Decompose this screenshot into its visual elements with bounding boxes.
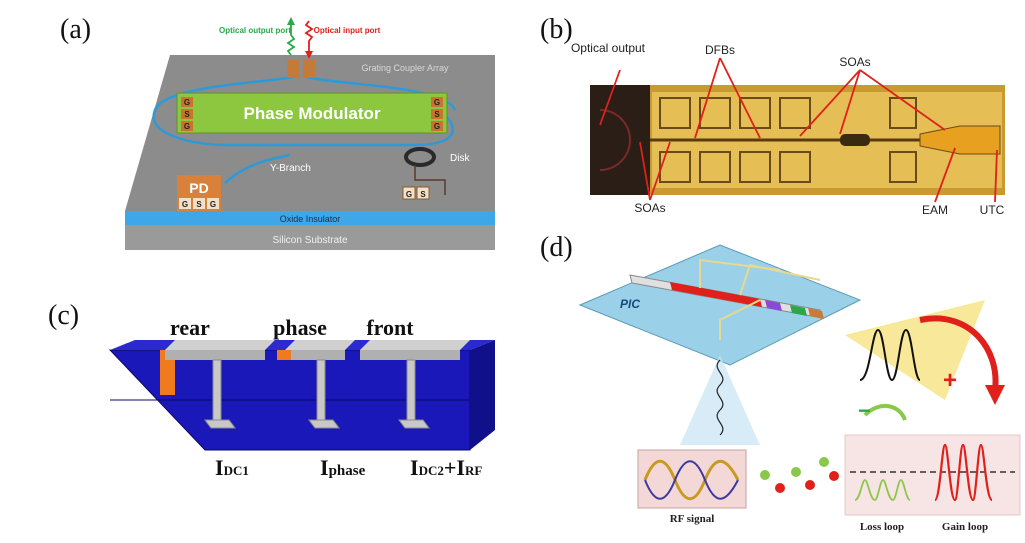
rf-signal-waveform-2: [644, 460, 739, 500]
panel-b-chip-micrograph: Optical output DFBs SOAs SOAs EAM UTC: [571, 41, 1005, 217]
rear-electrode-top: [165, 340, 275, 350]
laser-body-side: [470, 340, 495, 450]
pad-letter: S: [184, 110, 190, 119]
oxide-insulator-layer: [125, 211, 495, 225]
pad-letter: G: [182, 200, 188, 209]
panel-a-chip-diagram: Oxide Insulator Silicon Substrate Phase …: [125, 17, 495, 250]
disk-resonator: [404, 147, 436, 167]
pad-letter: S: [196, 200, 202, 209]
phase-electrode: [285, 350, 345, 360]
phase-electrode-top: [285, 340, 355, 350]
disk-wire: [414, 165, 446, 195]
phase-section-marker: [277, 350, 291, 360]
front-electrode-top: [360, 340, 470, 350]
front-electrode: [360, 350, 460, 360]
rf-beam-cone: [680, 355, 760, 445]
pad-letter: S: [434, 110, 440, 119]
gain-loop-label: Gain loop: [942, 521, 988, 533]
pad-letter: G: [434, 98, 440, 107]
rf-signal-waveform: [643, 459, 740, 501]
panel-label-a: (a): [60, 14, 92, 45]
loss-loop-label: Loss loop: [860, 521, 904, 533]
gain-feedback-arrow: [919, 315, 999, 391]
soas-bottom-label: SOAs: [634, 201, 665, 215]
phase-modulator-label: Phase Modulator: [244, 104, 381, 123]
waveguide-to-pd: [224, 153, 291, 184]
loss-loop-peaks: [854, 479, 911, 501]
photon-dots: [760, 457, 839, 493]
phase-label: phase: [273, 315, 327, 340]
optical-output-wave: [286, 23, 296, 56]
rf-signal-label: RF signal: [670, 513, 715, 525]
soa-block: [840, 134, 870, 146]
disk-pad-s: [416, 186, 430, 200]
gain-arrowhead-icon: [985, 385, 1005, 405]
pad-letter: G: [210, 200, 216, 209]
pic-wires: [699, 258, 821, 296]
pad-letter: S: [420, 190, 426, 199]
gain-loop-peaks: [933, 443, 994, 502]
i-dc1-label: IDC1: [215, 455, 249, 480]
silicon-substrate-label: Silicon Substrate: [272, 235, 347, 246]
rf-wave-icon: [716, 359, 724, 436]
output-arrow-icon: [287, 17, 295, 25]
eam-utc-region: [919, 125, 1001, 155]
optical-input-port-label: Optical input port: [314, 26, 381, 35]
optical-input-wave: [304, 20, 314, 55]
loop-box: [844, 434, 1021, 516]
panel-label-d: (d): [540, 232, 573, 263]
plus-sign: +: [943, 367, 957, 394]
loss-feedback-arrow: [863, 404, 907, 421]
pic-substrate: [578, 244, 862, 366]
soas-top-label: SOAs: [839, 55, 870, 69]
waveguide-loop: [152, 75, 455, 147]
laser-front-section: [808, 308, 824, 319]
current-contacts: [204, 359, 430, 429]
grating-coupler-input: [303, 60, 315, 78]
pad-letter: G: [184, 122, 190, 131]
grating-coupler-output: [287, 60, 299, 78]
rear-facet: [160, 350, 175, 395]
y-branch-label: Y-Branch: [270, 163, 311, 174]
i-phase-label: Iphase: [320, 455, 366, 480]
rf-feed-wire: [719, 299, 761, 340]
eam-label: EAM: [922, 203, 948, 217]
pd-pads: [179, 198, 219, 209]
panel-d-oeo-diagram: PIC RF signal + − Loss loop Gain loop: [578, 244, 1021, 533]
output-facet-region: [590, 85, 650, 195]
pic-label: PIC: [620, 297, 640, 311]
rear-electrode: [165, 350, 265, 360]
phase-modulator-block: [176, 92, 448, 134]
optical-output-label: Optical output: [571, 41, 646, 55]
pd-label: PD: [189, 180, 208, 196]
panel-label-b: (b): [540, 14, 573, 45]
laser-small-section: [790, 305, 807, 316]
facet-arc: [599, 109, 631, 171]
dfbs-label: DFBs: [705, 43, 735, 57]
disk-label: Disk: [450, 153, 470, 164]
panel-c-laser-diagram: rear phase front IDC1 Iphase IDC2+IRF: [108, 315, 495, 480]
input-arrow-icon: [305, 51, 313, 59]
electrode-pads: [659, 97, 917, 183]
panel-label-c: (c): [48, 300, 80, 331]
laser-gain-section: [670, 282, 762, 307]
oxide-insulator-label: Oxide Insulator: [280, 214, 341, 224]
pad-letter: G: [434, 122, 440, 131]
disk-pad-g: [402, 186, 416, 200]
filter-triangle: [845, 300, 985, 400]
utc-label: UTC: [980, 203, 1005, 217]
pad-letter: G: [406, 190, 412, 199]
modulator-left-pads: [181, 97, 193, 131]
filter-comb-icon: [859, 328, 921, 382]
pad-letter: G: [184, 98, 190, 107]
optical-output-port-label: Optical output port: [219, 26, 291, 35]
annotation-arrows: [599, 57, 998, 203]
i-dc2-rf-label: IDC2+IRF: [410, 455, 482, 480]
modulator-right-pads: [431, 97, 443, 131]
rear-label: rear: [170, 315, 210, 340]
front-label: front: [366, 315, 414, 340]
laser-phase-section: [765, 300, 782, 311]
minus-sign: −: [858, 398, 871, 423]
grating-coupler-array-label: Grating Coupler Array: [361, 63, 449, 73]
